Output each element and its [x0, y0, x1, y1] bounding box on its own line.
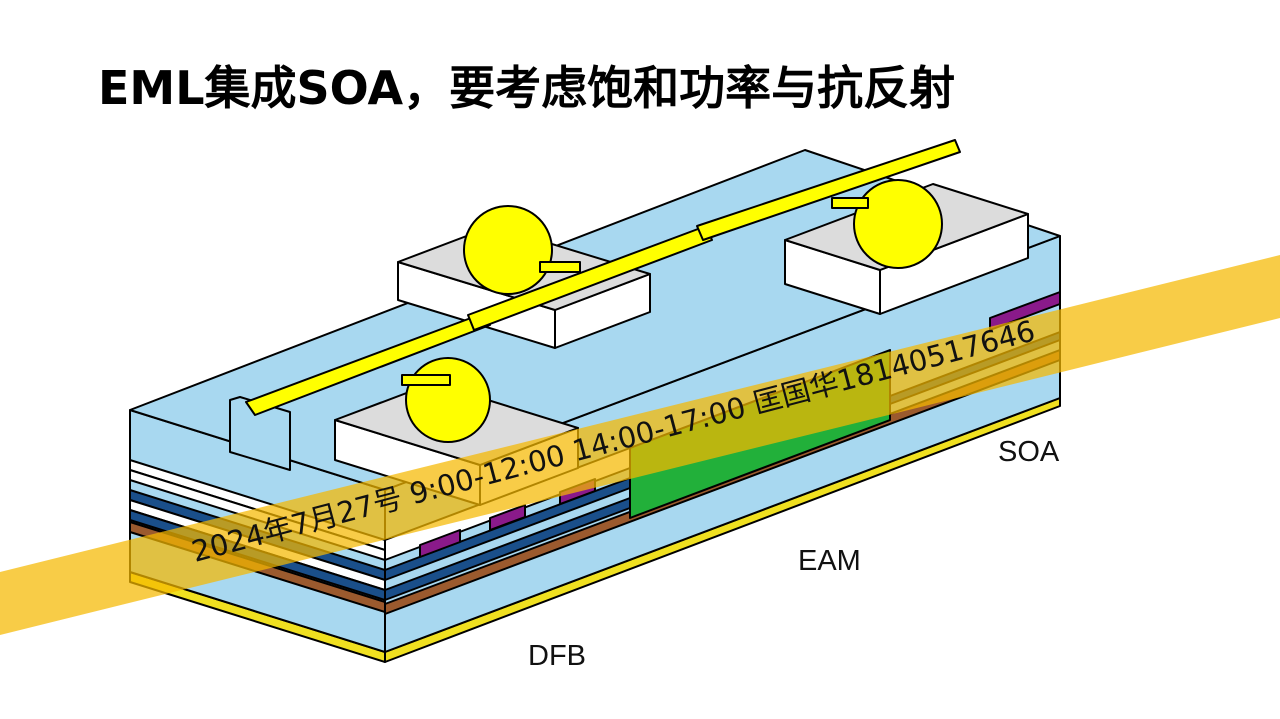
dfb-contact-pad [405, 357, 491, 443]
soa-label: SOA [998, 436, 1060, 468]
grating-2 [489, 504, 526, 531]
eam-contact-neck [539, 261, 581, 273]
grating-1 [419, 529, 461, 558]
dfb-contact-neck [401, 374, 451, 386]
soa-contact-neck [831, 197, 869, 209]
slide-title: EML集成SOA，要考虑饱和功率与抗反射 [98, 61, 956, 115]
watermark-band [0, 255, 1280, 635]
electrode-strip-2 [467, 225, 713, 331]
electrode-strip-3 [696, 139, 961, 241]
dfb-label: DFB [528, 640, 586, 672]
eam-label: EAM [798, 545, 861, 577]
eam-contact-pad [463, 205, 553, 295]
ridge-groove [229, 396, 291, 471]
soa-contact-pad [853, 179, 943, 269]
soa-purple [989, 291, 1061, 331]
